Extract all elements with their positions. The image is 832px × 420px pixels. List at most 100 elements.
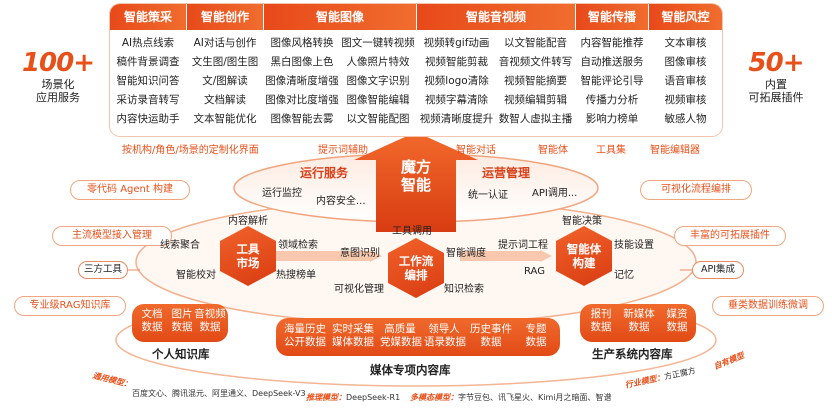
tool-market-label: 智能校对 xyxy=(176,270,216,281)
kb-item: 海量历史公开数据 xyxy=(284,323,326,348)
side-tag-visual-flow: 可视化流程编排 xyxy=(640,180,752,200)
list-item[interactable]: 文本智能优化 xyxy=(193,113,257,125)
column-list-av-a: 视频转gif动画 视频智能剪裁 视频logo清除 视频字幕清除 视频清晰度提升 xyxy=(417,34,496,129)
list-item[interactable]: 图像智能编辑 xyxy=(346,94,410,106)
core-label: 魔方 智能 xyxy=(376,158,456,194)
list-item[interactable]: 图像对比度增强 xyxy=(265,94,339,106)
multimodal-models: 多模态模型：字节豆包、讯飞星火、Kimi月之暗面、智谱 xyxy=(410,392,611,403)
side-tag-finetune: 垂类数据训练微调 xyxy=(712,296,824,316)
tool-market-line2: 市场 xyxy=(236,256,260,270)
sub-tag-editor: 智能编辑器 xyxy=(650,145,700,156)
list-item[interactable]: AI热点线索 xyxy=(121,37,175,49)
list-item[interactable]: 以文智能配音 xyxy=(504,37,567,49)
ops-service-item: 内容安全... xyxy=(316,196,366,207)
column-header-strategy: 智能策采 xyxy=(110,4,186,30)
multimodal-models-label: 多模态模型： xyxy=(410,393,458,402)
personal-kb-box: 文档数据 图片数据 音视频数据 xyxy=(132,304,228,342)
list-item[interactable]: 视频编辑剪辑 xyxy=(504,94,567,106)
list-item[interactable]: 敏感人物 xyxy=(664,113,707,125)
list-item[interactable]: 文/图解读 xyxy=(202,75,248,87)
list-item[interactable]: 语音审核 xyxy=(664,75,707,87)
agent-label: 智能决策 xyxy=(562,216,602,227)
tool-market-line1: 工具 xyxy=(236,242,260,256)
list-item[interactable]: 内容快运助手 xyxy=(116,113,180,125)
left-stat-number: 100+ xyxy=(21,48,95,78)
list-item[interactable]: 智能评论引导 xyxy=(580,75,644,87)
sub-tag-chat: 智能对话 xyxy=(456,145,496,156)
general-models-list: 百度文心、腾讯混元、阿里通义、DeepSeek-V3 xyxy=(132,389,306,398)
agent-label: 提示词工程 xyxy=(498,240,548,251)
side-tag-zero-code: 零代码 Agent 构建 xyxy=(70,180,190,200)
tool-market-label: 领域检索 xyxy=(278,240,318,251)
list-item[interactable]: 采访录音转写 xyxy=(116,94,180,106)
column-list-creation: AI对话与创作 文生图/图生图 文/图解读 文档解读 文本智能优化 xyxy=(187,34,263,129)
kb-item: 媒资数据 xyxy=(666,308,688,333)
list-item[interactable]: 图像风格转换 xyxy=(270,37,334,49)
third-party-tools-pill[interactable]: 三方工具 xyxy=(78,261,128,279)
list-item[interactable]: 视频审核 xyxy=(664,94,707,106)
list-item[interactable]: 智能知识问答 xyxy=(116,75,180,87)
list-item[interactable]: 视频logo清除 xyxy=(424,75,489,87)
column-header-spread: 智能传播 xyxy=(576,4,648,30)
list-item[interactable]: AI对话与创作 xyxy=(193,37,257,49)
list-item[interactable]: 文本审核 xyxy=(664,37,707,49)
right-stat-line1: 内置 xyxy=(765,78,787,91)
list-item[interactable]: 视频转gif动画 xyxy=(423,37,490,49)
left-stat-line1: 场景化 xyxy=(41,78,75,91)
left-stat-line2: 应用服务 xyxy=(36,91,80,104)
kb-item: 新媒体数据 xyxy=(623,308,655,333)
workflow-line1: 工作流 xyxy=(398,254,434,268)
list-item[interactable]: 文档解读 xyxy=(204,94,246,106)
kb-item: 报刊数据 xyxy=(590,308,612,333)
list-item[interactable]: 自动推送服务 xyxy=(580,56,644,68)
list-item[interactable]: 图文一键转视频 xyxy=(341,37,415,49)
kb-item: 历史事件数据 xyxy=(470,323,512,348)
list-item[interactable]: 以文智能配图 xyxy=(346,113,410,125)
sub-tag-toolset: 工具集 xyxy=(596,145,626,156)
workflow-hub[interactable]: 工作流编排 xyxy=(388,238,444,298)
kb-item: 图片数据 xyxy=(171,308,193,333)
list-item[interactable]: 视频智能剪裁 xyxy=(425,56,488,68)
reasoning-models-label: 推理模型： xyxy=(306,393,346,402)
agent-line2: 构建 xyxy=(572,256,596,270)
list-item[interactable]: 图像文字识别 xyxy=(346,75,410,87)
left-stat: 100+ 场景化 应用服务 xyxy=(8,48,108,104)
list-item[interactable]: 视频字幕清除 xyxy=(425,94,488,106)
column-list-strategy: AI热点线索 稿件背景调查 智能知识问答 采访录音转写 内容快运助手 xyxy=(110,34,186,129)
workflow-label: 知识检索 xyxy=(444,284,484,295)
list-item[interactable]: 图像智能去雾 xyxy=(270,113,334,125)
list-item[interactable]: 内容智能推荐 xyxy=(580,37,644,49)
right-stat: 50+ 内置 可拓展插件 xyxy=(726,48,826,104)
list-item[interactable]: 传播力分析 xyxy=(585,94,639,106)
tool-market-label: 内容解析 xyxy=(228,216,268,227)
list-item[interactable]: 人像照片特效 xyxy=(346,56,410,68)
ops-manage-item: API调用... xyxy=(532,188,578,199)
list-item[interactable]: 数智人虚拟主播 xyxy=(498,113,573,125)
production-kb-title: 生产系统内容库 xyxy=(592,347,673,361)
column-list-av-b: 以文智能配音 音视频文件转写 视频智能摘要 视频编辑剪辑 数智人虚拟主播 xyxy=(496,34,575,129)
sub-tag-prompt-assist: 提示词辅助 xyxy=(318,145,368,156)
list-item[interactable]: 稿件背景调查 xyxy=(116,56,180,68)
production-kb-box: 报刊数据 新媒体数据 媒资数据 xyxy=(580,304,696,342)
media-kb-box: 海量历史公开数据 实时采集媒体数据 高质量党媒数据 领导人语录数据 历史事件数据… xyxy=(276,318,560,356)
list-item[interactable]: 文生图/图生图 xyxy=(191,56,259,68)
media-kb-title: 媒体专项内容库 xyxy=(370,363,451,377)
kb-item: 音视频数据 xyxy=(194,308,226,333)
sub-tag-agent: 智能体 xyxy=(538,145,568,156)
api-integration-pill[interactable]: API集成 xyxy=(692,261,744,279)
kb-item: 高质量党媒数据 xyxy=(380,323,422,348)
list-item[interactable]: 图像审核 xyxy=(664,56,707,68)
list-item[interactable]: 视频智能摘要 xyxy=(504,75,567,87)
reasoning-models-list: DeepSeek-R1 xyxy=(346,393,401,402)
kb-item: 领导人语录数据 xyxy=(424,323,466,348)
workflow-line2: 编排 xyxy=(404,268,428,282)
list-item[interactable]: 黑白图像上色 xyxy=(270,56,334,68)
column-list-image-a: 图像风格转换 黑白图像上色 图像清晰度增强 图像对比度增强 图像智能去雾 xyxy=(264,34,340,129)
list-item[interactable]: 图像清晰度增强 xyxy=(265,75,339,87)
kb-item: 专题数据 xyxy=(525,323,547,348)
list-item[interactable]: 影响力榜单 xyxy=(585,113,639,125)
side-tag-plugins: 丰富的可拓展插件 xyxy=(674,226,786,246)
list-item[interactable]: 音视频文件转写 xyxy=(498,56,573,68)
list-item[interactable]: 视频清晰度提升 xyxy=(419,113,494,125)
tool-market-label: 热搜榜单 xyxy=(276,270,316,281)
